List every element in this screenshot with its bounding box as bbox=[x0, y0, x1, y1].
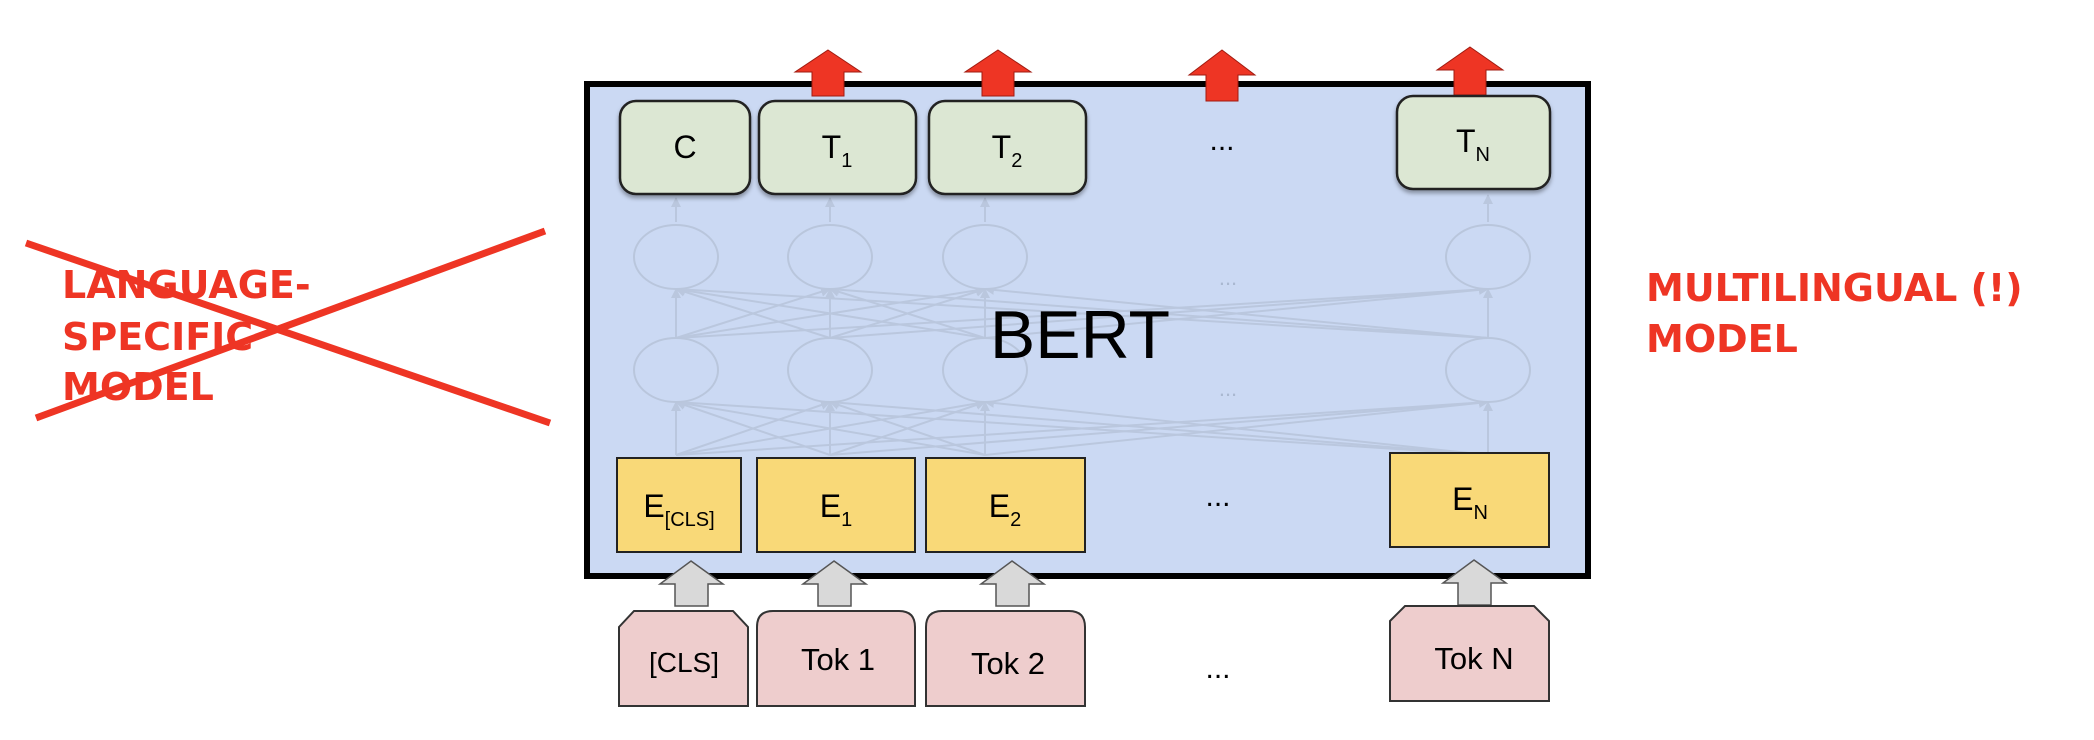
network-node-lower-2 bbox=[942, 337, 1028, 403]
token-label: Tok 1 bbox=[801, 642, 875, 677]
input-arrow-icon bbox=[978, 560, 1047, 607]
input-arrow-icon bbox=[800, 560, 869, 607]
layer-connections-upper bbox=[671, 284, 1493, 339]
network-node-lower-3 bbox=[1445, 337, 1531, 403]
embedding-box-cls: E[CLS] bbox=[616, 457, 742, 553]
network-edge bbox=[829, 286, 986, 339]
output-label: T bbox=[992, 129, 1012, 165]
embedding-subscript: 1 bbox=[841, 509, 852, 531]
highlight-annotation: MULTILINGUAL (!) MODEL bbox=[1646, 266, 2023, 361]
embedding-ellipsis: ... bbox=[1205, 480, 1230, 513]
network-edge bbox=[675, 397, 1489, 456]
network-node-lower-1 bbox=[787, 337, 873, 403]
cross-line-icon bbox=[24, 239, 552, 427]
network-node-upper-3 bbox=[1445, 224, 1531, 290]
output-box-c: C bbox=[618, 99, 752, 196]
cross-line-icon bbox=[34, 227, 547, 422]
network-edge bbox=[675, 398, 986, 456]
embedding-label: E bbox=[1452, 481, 1473, 517]
output-label: T bbox=[822, 129, 842, 165]
embedding-box-n: EN bbox=[1389, 452, 1550, 548]
embedding-subscript: N bbox=[1473, 502, 1487, 524]
output-arrow-icon bbox=[793, 49, 863, 97]
embedding-subscript: [CLS] bbox=[665, 509, 715, 531]
svg-text:C: C bbox=[673, 129, 696, 165]
network-edge bbox=[829, 397, 1489, 456]
network-ellipsis-upper: ... bbox=[1219, 265, 1237, 290]
token-ellipsis: ... bbox=[1205, 652, 1230, 685]
input-arrows bbox=[657, 559, 1509, 607]
network-node-upper-2 bbox=[942, 224, 1028, 290]
network-node-upper-1 bbox=[787, 224, 873, 290]
svg-text:EN: EN bbox=[1452, 481, 1488, 524]
output-ellipsis: ... bbox=[1209, 124, 1234, 157]
highlight-line-1: MULTILINGUAL (!) bbox=[1646, 266, 2023, 310]
svg-text:E1: E1 bbox=[820, 488, 852, 531]
network-edge bbox=[829, 284, 1489, 339]
output-box-tn: TN bbox=[1395, 94, 1552, 191]
output-subscript: 2 bbox=[1011, 150, 1022, 172]
token-box-cls: [CLS] bbox=[618, 610, 749, 707]
output-arrow-icon bbox=[963, 49, 1033, 97]
network-ellipsis-lower: ... bbox=[1219, 376, 1237, 401]
output-box-t2: T2 bbox=[927, 99, 1088, 196]
model-label: BERT bbox=[990, 297, 1170, 373]
network-edge bbox=[675, 285, 986, 339]
network-node-lower-0 bbox=[633, 337, 719, 403]
embedding-box-1: E1 bbox=[756, 457, 916, 553]
svg-text:E[CLS]: E[CLS] bbox=[643, 488, 714, 531]
network-edge bbox=[675, 286, 831, 339]
svg-text:T2: T2 bbox=[992, 129, 1023, 172]
embedding-subscript: 2 bbox=[1010, 509, 1021, 531]
token-box-1: Tok 1 bbox=[756, 610, 916, 707]
layer-connections-lower bbox=[671, 397, 1493, 456]
embedding-box-2: E2 bbox=[925, 457, 1086, 553]
network-connections bbox=[671, 194, 1493, 456]
embedding-label: E bbox=[643, 488, 664, 524]
svg-text:TN: TN bbox=[1456, 123, 1490, 166]
network-edge bbox=[829, 400, 986, 456]
embedding-label: E bbox=[989, 488, 1010, 524]
token-label: Tok 2 bbox=[971, 646, 1045, 681]
token-label: Tok N bbox=[1434, 641, 1513, 676]
output-label: T bbox=[1456, 123, 1476, 159]
svg-text:T1: T1 bbox=[822, 129, 853, 172]
network-node-upper-0 bbox=[633, 224, 719, 290]
network-edge bbox=[984, 397, 1489, 456]
network-edge bbox=[675, 400, 831, 456]
crossed-out-annotation: LANGUAGE- SPECIFIC MODEL bbox=[24, 227, 552, 427]
network-nodes bbox=[633, 224, 1531, 403]
network-edge bbox=[984, 284, 1489, 339]
output-subscript: 1 bbox=[841, 150, 852, 172]
output-box-t1: T1 bbox=[757, 99, 918, 196]
embedding-label: E bbox=[820, 488, 841, 524]
output-subscript: N bbox=[1476, 144, 1490, 166]
output-label: C bbox=[673, 129, 696, 165]
network-edge bbox=[675, 284, 1489, 339]
token-label: [CLS] bbox=[649, 647, 719, 678]
output-arrows bbox=[793, 46, 1505, 102]
input-arrow-icon bbox=[657, 560, 726, 607]
token-box-n: Tok N bbox=[1389, 605, 1550, 702]
svg-text:E2: E2 bbox=[989, 488, 1021, 531]
highlight-line-2: MODEL bbox=[1646, 317, 1798, 361]
token-box-2: Tok 2 bbox=[925, 610, 1086, 707]
output-arrow-icon bbox=[1187, 49, 1257, 102]
